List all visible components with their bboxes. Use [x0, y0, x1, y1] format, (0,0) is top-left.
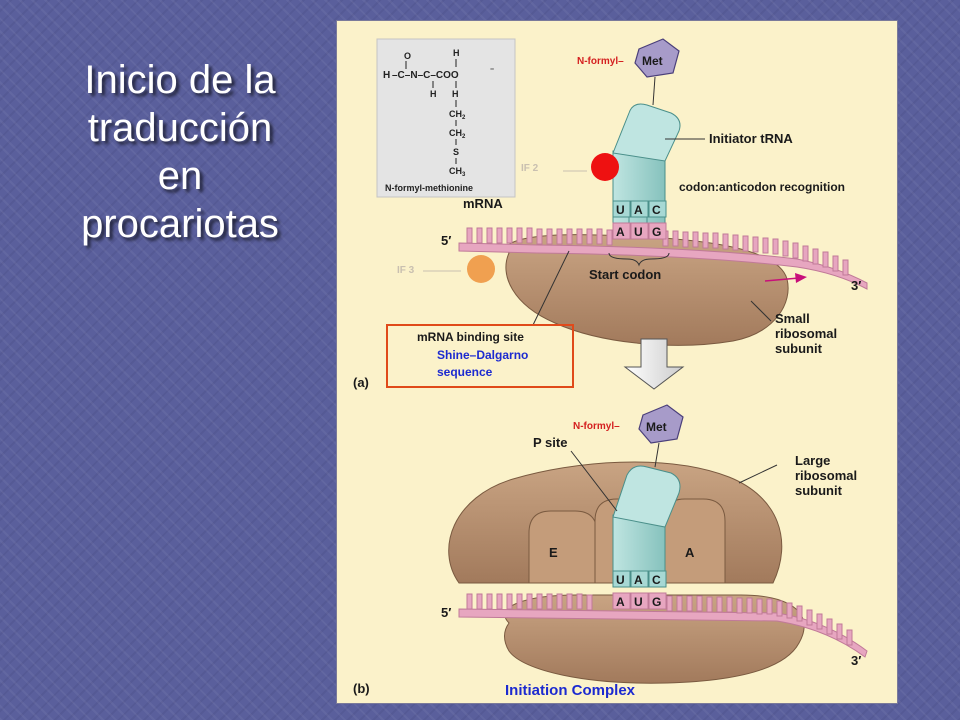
mrna-label: mRNA — [463, 196, 503, 211]
if3-label: IF 3 — [397, 265, 415, 276]
met-hexagon-a — [634, 38, 680, 78]
panel-b: U A C A U G Met N-formyl– P site E A Lar… — [353, 404, 868, 699]
if2-marker — [591, 153, 619, 181]
if3-marker — [467, 255, 495, 283]
three-prime-a: 3′ — [851, 278, 861, 293]
inset-caption: N-formyl-methionine — [385, 183, 473, 193]
inset-ch2-a: CH2 — [449, 109, 466, 121]
start-codon-label: Start codon — [589, 267, 661, 282]
shine-dalgarno-label-2: sequence — [437, 365, 493, 379]
large-subunit-label-2: ribosomal — [795, 468, 857, 483]
transition-arrow — [623, 338, 685, 390]
inset-backbone: –C–N–C–COO — [392, 70, 459, 81]
large-subunit-pointer — [738, 464, 778, 484]
e-site-label: E — [549, 545, 558, 560]
codon-a-2: U — [634, 225, 643, 239]
codon-a-3: G — [652, 225, 661, 239]
anticodon-b-3: C — [652, 573, 661, 587]
inset-h-left: H — [383, 70, 390, 81]
inset-charge: ⁻ — [490, 66, 494, 75]
direction-arrow-line — [764, 277, 800, 282]
title-line-1: Inicio de la — [84, 58, 276, 102]
panel-b-label: (b) — [353, 681, 370, 696]
e-site-pocket — [528, 510, 598, 584]
met-label-b: Met — [646, 420, 667, 434]
panel-a: U A C A U G Met N-formyl– IF 2 IF 3 Init… — [353, 38, 868, 390]
start-codon-bases-a: A U G — [612, 222, 667, 240]
codon-a-1: A — [616, 225, 625, 239]
large-subunit-label-3: subunit — [795, 483, 843, 498]
p-site-label: P site — [533, 435, 567, 450]
a-site-pocket — [662, 498, 726, 584]
met-link-b — [654, 442, 660, 468]
codon-b-3: G — [652, 595, 661, 609]
inset-ch2-b: CH2 — [449, 128, 466, 140]
inset-box — [376, 38, 516, 198]
figure-diagram: O H H –C–N–C–COO ⁻ H H CH2 CH2 S CH3 N-f… — [353, 38, 868, 699]
initiator-trna-b — [612, 465, 681, 572]
inset-h-n: H — [430, 89, 437, 99]
mrna-strand-a — [458, 242, 868, 290]
codon-b-1: A — [616, 595, 625, 609]
inset-h-c: H — [452, 89, 459, 99]
mrna-bases-b — [466, 593, 853, 646]
title-line-4: procariotas — [81, 202, 279, 246]
met-link-a — [652, 76, 656, 106]
shine-dalgarno-label-1: Shine–Dalgarno — [437, 348, 528, 362]
inset-o: O — [404, 51, 411, 61]
binding-site-pointer — [532, 250, 570, 326]
anticodon-a-1: U — [616, 203, 625, 217]
anticodon-b-1: U — [616, 573, 625, 587]
met-label-a: Met — [642, 54, 663, 68]
initiation-complex-caption: Initiation Complex — [505, 682, 636, 699]
if2-label: IF 2 — [521, 163, 539, 174]
anticodon-a: U A C — [612, 200, 667, 218]
inset-h-top: H — [453, 48, 460, 58]
small-subunit-pointer — [750, 300, 772, 322]
small-subunit-label-2: ribosomal — [775, 326, 837, 341]
small-subunit-label-1: Small — [775, 311, 810, 326]
codon-bases-b: A U G — [612, 592, 667, 610]
initiator-trna-a — [612, 103, 681, 234]
large-subunit-label-1: Large — [795, 453, 830, 468]
nformyl-label-a: N-formyl– — [577, 56, 624, 67]
five-prime-b: 5′ — [441, 605, 451, 620]
shine-dalgarno-box — [386, 324, 574, 388]
inset-ch3: CH3 — [449, 166, 466, 178]
nformyl-label-b: N-formyl– — [573, 421, 620, 432]
start-codon-bracket — [608, 252, 670, 267]
met-hexagon-b — [638, 404, 684, 444]
mrna-bases-a — [466, 227, 849, 276]
codon-b-2: U — [634, 595, 643, 609]
slide-title: Inicio de la traducción en procariotas — [40, 56, 320, 248]
five-prime-a: 5′ — [441, 233, 451, 248]
initiator-trna-label: Initiator tRNA — [709, 131, 793, 146]
anticodon-b: U A C — [612, 570, 667, 588]
panel-a-label: (a) — [353, 375, 369, 390]
small-subunit-label-3: subunit — [775, 341, 823, 356]
inset-s: S — [453, 147, 459, 157]
three-prime-b: 3′ — [851, 653, 861, 668]
codon-recognition-label: codon:anticodon recognition — [679, 180, 845, 194]
a-site-label: A — [685, 545, 695, 560]
p-site-pointer — [570, 450, 618, 512]
binding-site-label: mRNA binding site — [417, 330, 524, 344]
anticodon-a-2: A — [634, 203, 643, 217]
nformyl-methionine-inset: O H H –C–N–C–COO ⁻ H H CH2 CH2 S CH3 N-f… — [376, 38, 516, 198]
title-line-2: traducción — [87, 106, 273, 150]
anticodon-b-2: A — [634, 573, 643, 587]
mrna-strand-b — [458, 608, 868, 658]
direction-arrow-head — [795, 273, 807, 283]
title-line-3: en — [157, 154, 203, 198]
translation-initiation-figure: O H H –C–N–C–COO ⁻ H H CH2 CH2 S CH3 N-f… — [336, 20, 898, 704]
anticodon-a-3: C — [652, 203, 661, 217]
